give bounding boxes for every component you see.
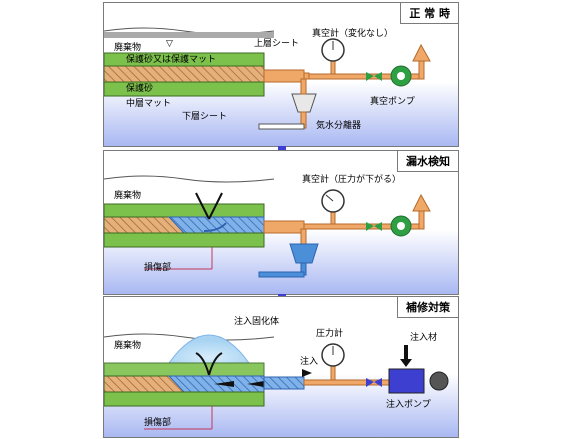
- panel-title: 正 常 時: [400, 3, 458, 24]
- damage-label: 損傷部: [144, 263, 172, 273]
- waste-label: 廃棄物: [114, 191, 142, 201]
- panel-normal: 正 常 時 廃棄物 ▽ 上層シート 真空計（変化なし） 保護砂又は保護マット 保…: [103, 2, 459, 147]
- panel-repair: 補修対策 廃棄物 注入固化体 圧力計 注入材 注入 損傷部 注入ポンプ: [103, 296, 459, 438]
- vacuum-gauge-label: 真空計（変化なし）: [312, 29, 394, 39]
- inject-material-label: 注入材: [410, 333, 438, 343]
- inject-pump-label: 注入ポンプ: [386, 400, 431, 410]
- protect-sand-label: 保護砂: [126, 84, 154, 94]
- panel-repair-drawing: [104, 297, 458, 437]
- inject-label: 注入: [300, 357, 319, 367]
- vacuum-pump-label: 真空ポンプ: [370, 97, 415, 107]
- waste-label: 廃棄物: [114, 43, 142, 53]
- separator-label: 気水分離器: [316, 121, 362, 131]
- panel-leak-detection: 漏水検知 廃棄物 真空計（圧力が下がる） 損傷部: [103, 150, 459, 295]
- middle-mat-label: 中層マット: [126, 99, 172, 109]
- pressure-gauge-label: 圧力計: [316, 329, 344, 339]
- waste-label: 廃棄物: [114, 341, 142, 351]
- panel-title: 漏水検知: [397, 151, 458, 172]
- lower-sheet-label: 下層シート: [182, 112, 228, 122]
- upper-sheet-label: 上層シート: [254, 39, 300, 49]
- panel-leak-drawing: [104, 151, 458, 294]
- water-level-icon: ▽: [166, 39, 173, 49]
- protect-sand-mat-label: 保護砂又は保護マット: [126, 55, 217, 65]
- vacuum-gauge-label: 真空計（圧力が下がる）: [302, 175, 402, 185]
- damage-label: 損傷部: [144, 418, 172, 428]
- panel-normal-drawing: [104, 3, 458, 146]
- grout-body-label: 注入固化体: [234, 317, 280, 327]
- panel-title: 補修対策: [397, 297, 458, 318]
